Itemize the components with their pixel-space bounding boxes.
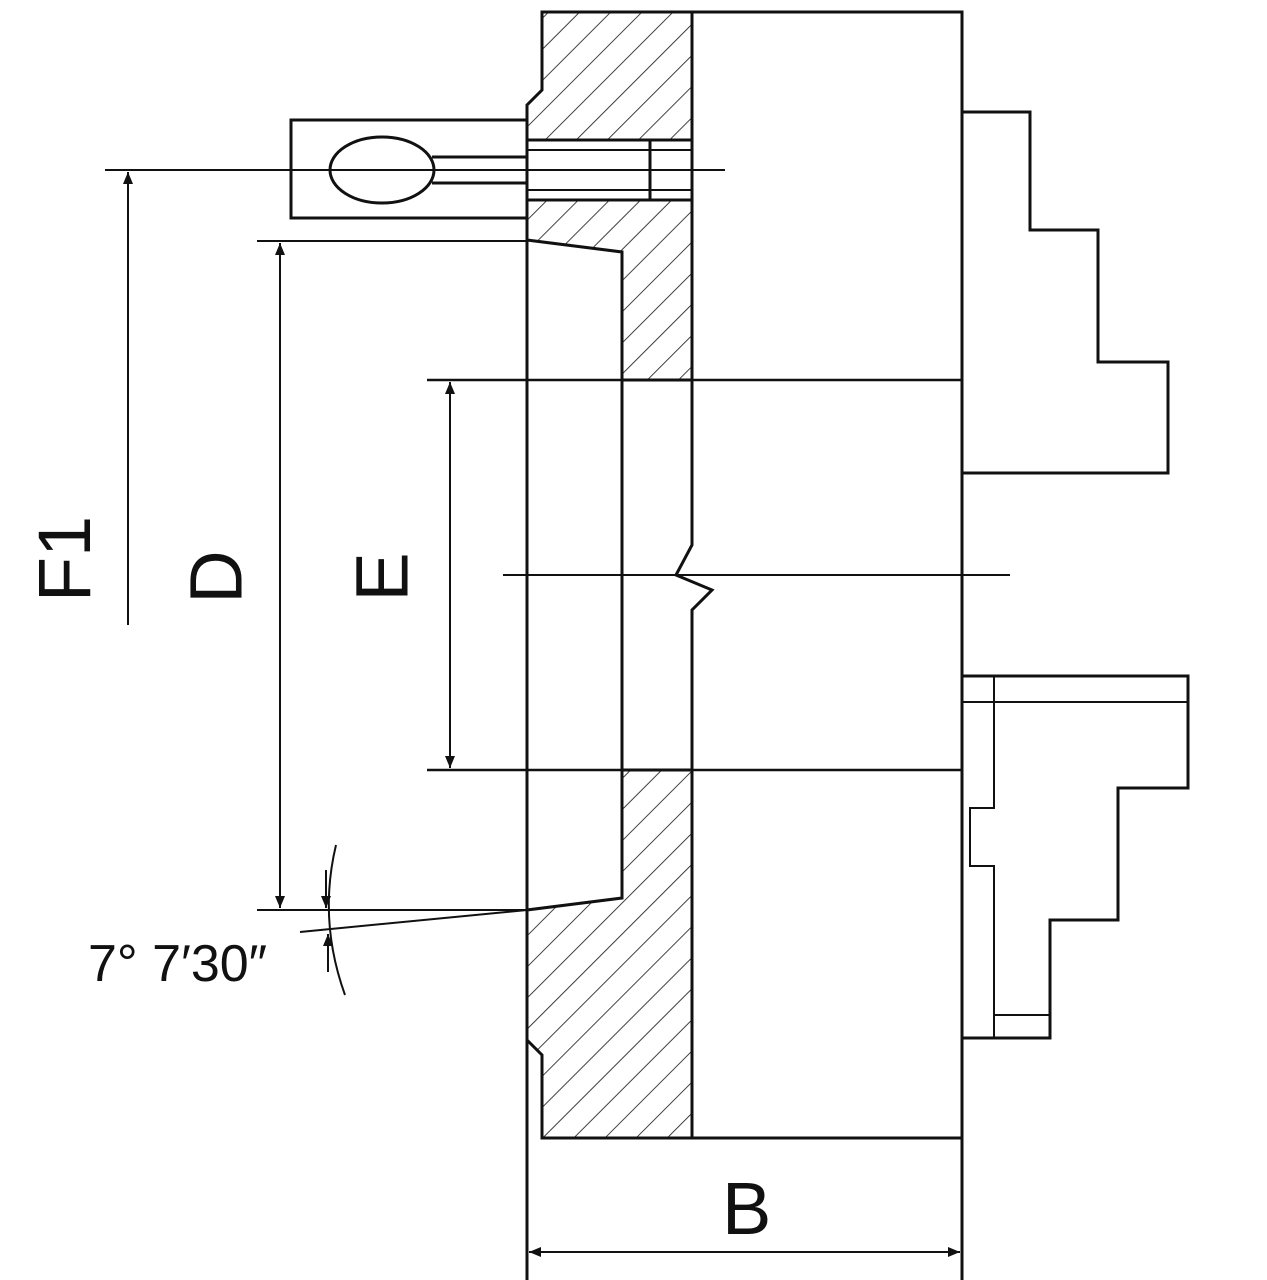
- b-label: B: [722, 1167, 772, 1250]
- f1-label: F1: [23, 515, 107, 603]
- d-label: D: [174, 550, 258, 604]
- hatched-section-bottom: [525, 768, 694, 1140]
- e-label: E: [340, 552, 424, 602]
- hatched-section-top: [525, 10, 694, 382]
- jaw-bottom: [962, 674, 1190, 1040]
- angle-label: 7° 7′30″: [88, 935, 268, 993]
- jaw-top: [962, 110, 1170, 475]
